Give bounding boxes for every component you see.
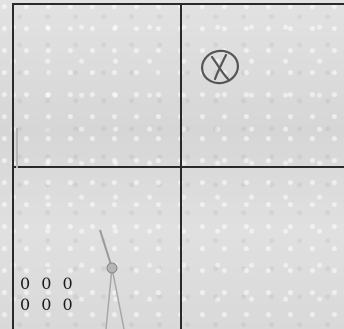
score-line-1: 0 0 0	[20, 273, 76, 294]
circled-x-icon: X	[196, 43, 244, 91]
cell-r1-c2[interactable]: X	[182, 5, 344, 166]
score-line-2: 0 0 0	[20, 294, 76, 315]
cell-r2-c2[interactable]	[182, 168, 344, 329]
pencil-sketch-icon	[94, 228, 144, 329]
stray-pencil-line	[16, 128, 18, 168]
cell-r1-c1[interactable]	[14, 5, 180, 166]
score-display: 0 0 0 0 0 0	[20, 273, 76, 315]
